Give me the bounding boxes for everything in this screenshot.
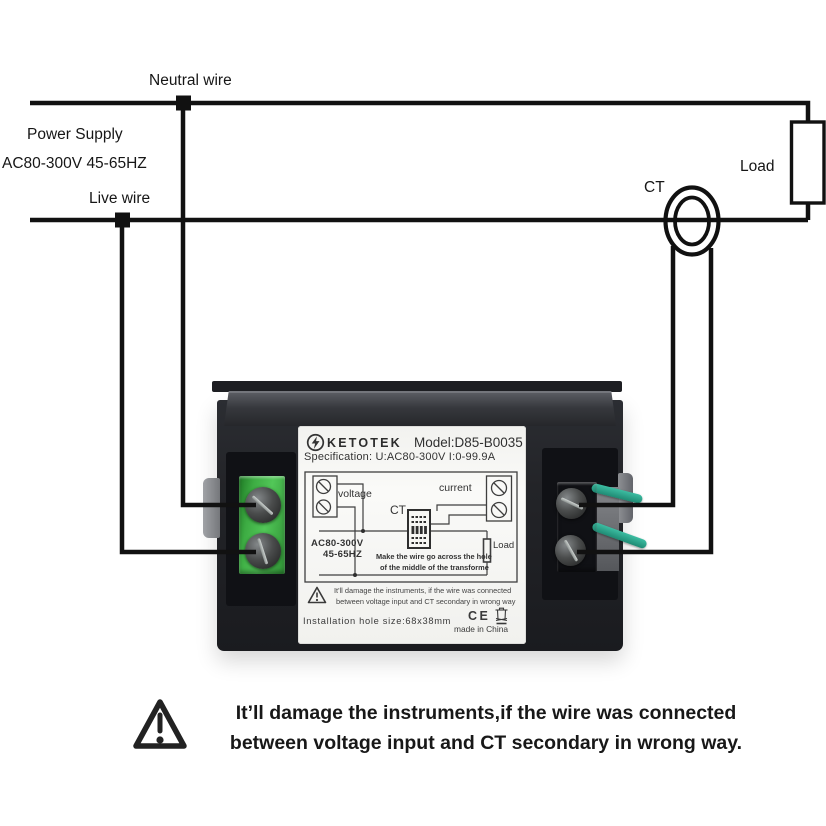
live-to-meter-wire	[119, 220, 256, 555]
current-terminal-box	[485, 475, 513, 522]
load-resistor-symbol	[482, 538, 492, 563]
meter-spec-label: KETOTEK Model:D85-B0035 Specification: U…	[298, 426, 526, 644]
voltage-terminal-box	[312, 475, 338, 518]
specification-text: Specification: U:AC80-300V I:0-99.9A	[304, 451, 496, 463]
live-wire-label: Live wire	[89, 190, 151, 207]
installation-hole-size: Installation hole size:68x38mm	[303, 616, 452, 626]
mounting-clip-left	[203, 478, 220, 538]
ct-text: CT	[390, 503, 406, 517]
weee-bin-icon	[495, 607, 508, 625]
neutral-wire-label: Neutral wire	[149, 72, 232, 89]
ct-note-line2: of the middle of the transforme	[380, 562, 489, 572]
current-wire-2	[430, 514, 487, 525]
large-warning-triangle-icon	[133, 699, 187, 749]
load-text: Load	[493, 540, 515, 551]
voltage-wire-2	[337, 506, 356, 575]
voltage-wire-1	[337, 483, 364, 531]
label-schematic	[304, 471, 518, 583]
neutral-wire-line	[30, 100, 811, 122]
ct-secondary-wire-2	[577, 248, 714, 555]
ce-mark: CE	[468, 609, 491, 623]
small-warning-triangle-icon	[307, 586, 327, 604]
ct-ring-outer	[663, 185, 721, 257]
load-label: Load	[740, 158, 775, 175]
footer-warning-line1: It’ll damage the instruments,if the wire…	[235, 702, 737, 724]
schematic-border	[304, 471, 518, 583]
label-warning-line1: It'll damage the instruments, if the wir…	[334, 585, 512, 595]
range-text-2: 45-65HZ	[323, 549, 363, 560]
brand-name: KETOTEK	[327, 436, 402, 450]
footer-warning-text: It’ll damage the instruments,if the wire…	[190, 698, 782, 758]
brand-logo-icon	[306, 433, 325, 452]
label-warning-line2: between voltage input and CT secondary i…	[336, 596, 516, 606]
junction-dot	[353, 573, 357, 577]
load-resistor	[789, 120, 826, 205]
meter-top-ridge	[224, 391, 616, 426]
power-supply-rating-label: AC80-300V 45-65HZ	[2, 155, 147, 172]
current-wire-1	[436, 504, 487, 511]
range-text-1: AC80-300V	[311, 538, 364, 549]
ct-hatching	[353, 516, 427, 577]
model-number: Model:D85-B0035	[414, 435, 523, 450]
made-in-text: made in China	[454, 624, 509, 634]
ct-note-line1: Make the wire go across the hole	[376, 552, 492, 561]
voltage-text: voltage	[338, 488, 372, 500]
ct-ring-inner	[673, 195, 711, 247]
current-text: current	[439, 482, 472, 494]
neutral-to-meter-wire	[180, 103, 256, 508]
neutral-junction	[176, 95, 191, 111]
meter-front-flange	[212, 381, 622, 392]
junction-dot	[361, 529, 365, 533]
power-supply-label: Power Supply	[27, 126, 123, 143]
ct-label: CT	[644, 179, 665, 196]
ct-secondary-wire-1	[579, 246, 676, 508]
live-junction	[115, 212, 130, 228]
footer-warning-line2: between voltage input and CT secondary i…	[229, 732, 743, 754]
